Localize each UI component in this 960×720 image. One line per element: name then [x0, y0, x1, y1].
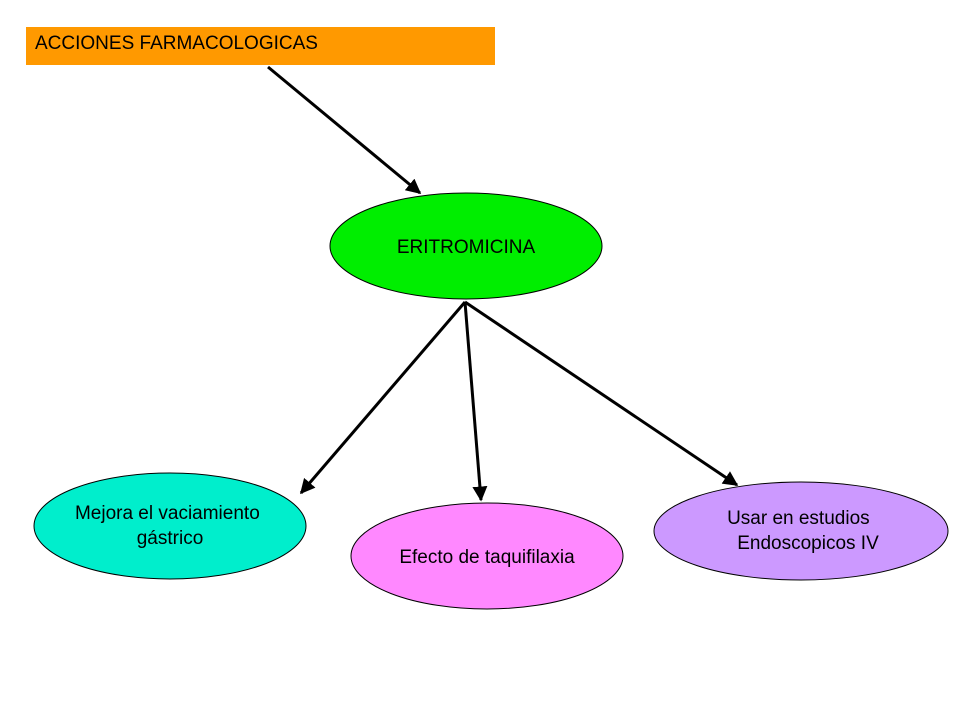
node-vaciamiento: Mejora el vaciamiento gástrico — [33, 472, 307, 580]
node-endoscopicos-label: Usar en estudios Endoscopicos IV — [727, 508, 879, 554]
node-vaciamiento-line-1: Mejora el vaciamiento — [75, 503, 260, 524]
node-endoscopicos: Usar en estudios Endoscopicos IV — [653, 481, 949, 581]
node-endoscopicos-line-1: Usar en estudios — [727, 508, 870, 529]
node-eritromicina-label: ERITROMICINA — [397, 237, 536, 258]
node-eritromicina-shape — [329, 192, 603, 300]
node-taquifilaxia-shape — [350, 502, 624, 610]
title-box-background — [26, 27, 495, 65]
node-vaciamiento-shape — [33, 472, 307, 580]
connector-eritromicina-to-endoscopicos — [464, 300, 739, 487]
node-eritromicina: ERITROMICINA — [329, 192, 603, 300]
node-vaciamiento-line-2: gástrico — [137, 528, 204, 549]
node-endoscopicos-line-2: Endoscopicos IV — [737, 533, 879, 554]
connector-eritromicina-to-taquifilaxia — [463, 301, 488, 502]
node-endoscopicos-shape — [653, 481, 949, 581]
connector-title-to-eritromicina — [267, 65, 422, 195]
title-label: ACCIONES FARMACOLOGICAS — [35, 33, 318, 54]
node-taquifilaxia: Efecto de taquifilaxia — [350, 502, 624, 610]
title-box: ACCIONES FARMACOLOGICAS — [26, 27, 495, 65]
node-taquifilaxia-label: Efecto de taquifilaxia — [399, 547, 575, 568]
node-vaciamiento-label: Mejora el vaciamiento gástrico — [75, 503, 265, 549]
connector-eritromicina-to-vaciamiento — [299, 301, 467, 495]
